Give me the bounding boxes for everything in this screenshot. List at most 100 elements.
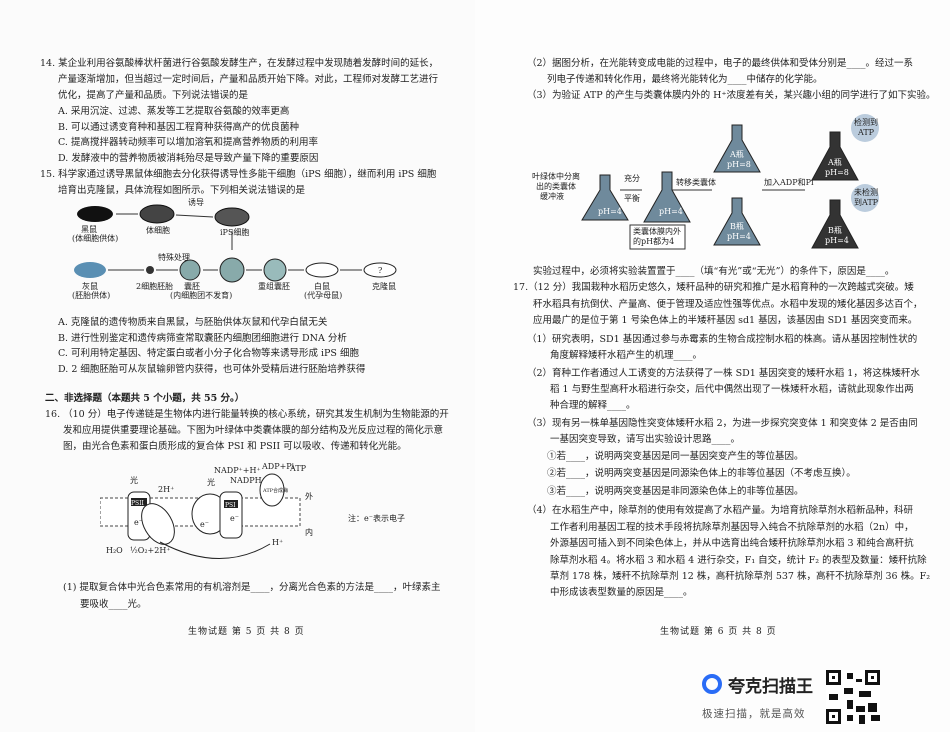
q15-line: 培育出克隆鼠，具体流程如图所示。下列相关说法错误的是: [58, 185, 306, 196]
qr-code-icon: [826, 670, 880, 724]
q17-line: 秆水稻具有抗倒伏、产量高、便于管理及适应性强等优点。水稻中发现的矮化基因多达百个…: [533, 299, 923, 310]
q17-sub3: 一基因突变导致，请写出实验设计思路____。: [550, 434, 741, 445]
q16-sub2: 列电子传递和转化作用，最终将光能转化为____中储存的化学能。: [547, 74, 823, 85]
label-atp: ATP: [290, 464, 307, 473]
q16-line: 图，由光合色素和蛋白质形成的复合体 PSI 和 PSII 可以吸收、传递和转化光…: [63, 441, 407, 452]
label-equilibrate: 充分: [624, 174, 640, 183]
q17-line: 应用最广的是位于第 1 号染色体上的半矮秆基因 sd1 基因，该基因由 SD1 …: [533, 315, 918, 326]
label-ph: pH=4: [598, 207, 622, 216]
label-source: 叶绿体中分离: [532, 172, 580, 181]
q15-option: C. 可利用特定基因、特定蛋白或者小分子化合物等来诱导形成 iPS 细胞: [58, 348, 359, 359]
label-flask-b-ph: pH=4: [727, 232, 751, 241]
label-question: ?: [378, 266, 383, 275]
clone-mouse-diagram: 黑鼠 (体细胞供体) 体细胞 诱导 iPS细胞 特殊处理 灰鼠 (胚胎供体) 2…: [60, 198, 430, 302]
label-psii: PSII: [131, 500, 144, 507]
label-detected: 检测到: [854, 118, 878, 127]
q14-line: 优化，提高了产量和品质。下列说法错误的是: [58, 90, 249, 101]
q17-sub4: （4）在水稻生产中，除草剂的使用有效提高了水稻产量。为培育抗除草剂水稻新品种，科…: [527, 505, 914, 516]
label-source: 缓冲液: [540, 192, 564, 201]
label-flask-b: B瓶: [730, 222, 744, 231]
label-transfer: 转移类囊体: [676, 178, 716, 187]
q16-sub1: 要吸收____光。: [80, 599, 147, 610]
q17-sub1: 角度解释矮秆水稻产生的机理____。: [550, 350, 703, 361]
q14-line: 14. 某企业利用谷氨酸棒状杆菌进行谷氨酸发酵生产，在发酵过程中发现随着发酵时间…: [40, 58, 439, 69]
q14-option: C. 提高搅拌器转动频率可以增加溶氧和提高营养物质的利用率: [58, 137, 318, 148]
q16-sub1: (1) 提取复合体中光合色素常用的有机溶剂是____，分离光合色素的方法是___…: [63, 582, 441, 593]
q17-line: 17.（12 分）我国栽种水稻历史悠久，矮秆品种的研究和推广是水稻育种的一次跨越…: [513, 282, 914, 293]
label-flask-b2: B瓶: [828, 226, 842, 235]
label-h-plus: H⁺: [272, 538, 284, 547]
label-h2o: H₂O: [106, 546, 123, 555]
q17-sub3-case: ③若____，说明两突变基因是非同源染色体上的非等位基因。: [547, 486, 804, 497]
label-somatic-cells: 体细胞: [146, 226, 170, 235]
label-electron: e⁻: [230, 514, 239, 523]
q17-sub2: 种合理的解释____。: [550, 400, 636, 411]
label-2h: 2H⁺: [158, 485, 175, 494]
q14-option: A. 采用沉淀、过滤、蒸发等工艺提取谷氨酸的效率更高: [58, 106, 290, 117]
page-footer: 生物试题 第 5 页 共 8 页: [188, 627, 305, 637]
label-nadph: NADPH: [230, 476, 262, 485]
scanner-watermark: 夸克扫描王 极速扫描，就是高效: [698, 668, 823, 728]
label-electron: e⁻: [200, 520, 209, 529]
flask-drawing: [581, 114, 879, 250]
q16-after: 实验过程中，必须将实验装置置于____（填“有光”或“无光”）的条件下，原因是_…: [533, 266, 895, 277]
label-flask-b2-ph: pH=4: [825, 236, 849, 245]
q17-sub3: （3）现有另一株单基因隐性突变体矮秆水稻 2，为进一步探究突变体 1 和突变体 …: [527, 418, 918, 429]
q15-line: 15. 科学家通过诱导黑鼠体细胞去分化获得诱导性多能干细胞（iPS 细胞），继而…: [40, 169, 437, 180]
q17-sub4: 除草剂水稻 4。将水稻 3 和水稻 4 进行杂交，F₁ 自交，统计 F₂ 的表型…: [550, 555, 927, 566]
label-box: 类囊体膜内外: [633, 227, 681, 236]
label-white-mouse-note: (代孕母鼠): [304, 291, 343, 300]
membrane-drawing: [99, 473, 301, 559]
label-adp-pi: ADP+Pi: [262, 462, 295, 471]
label-clone-mouse: 克隆鼠: [372, 282, 396, 291]
label-flask-a2-ph: pH=8: [825, 168, 849, 177]
label-black-mouse: 黑鼠: [81, 225, 97, 234]
label-atp-synthase: ATP合成酶: [263, 488, 289, 494]
exam-page-6: （2）据图分析，在光能转变成电能的过程中，电子的最终供体和受体分别是____。经…: [475, 0, 950, 732]
label-flask-a-ph: pH=8: [727, 160, 751, 169]
label-flask-a2: A瓶: [828, 158, 842, 167]
label-equilibrate: 平衡: [624, 194, 640, 203]
label-electron: e⁻: [134, 518, 143, 527]
q17-sub3-case: ②若____，说明两突变基因是同源染色体上的非等位基因（不考虑互换）。: [547, 468, 856, 479]
label-white-mouse: 白鼠: [314, 282, 330, 291]
q15-option: A. 克隆鼠的遗传物质来自黑鼠，与胚胎供体灰鼠和代孕白鼠无关: [58, 317, 328, 328]
label-detected: ATP: [858, 128, 875, 137]
label-black-mouse-note: (体细胞供体): [72, 234, 119, 243]
watermark-brand: 夸克扫描王: [728, 677, 813, 697]
page-footer: 生物试题 第 6 页 共 8 页: [660, 627, 777, 637]
section-heading: 二、非选择题（本题共 5 个小题，共 55 分。）: [45, 393, 245, 404]
label-not-detected: 未检测: [854, 188, 878, 197]
scanner-logo-icon: [702, 674, 722, 694]
label-source: 出的类囊体: [536, 182, 576, 191]
q14-option: D. 发酵液中的营养物质被消耗殆尽是导致产量下降的重要原因: [58, 153, 319, 164]
label-special-treatment: 特殊处理: [158, 253, 190, 262]
q17-sub1: （1）研究表明，SD1 基因通过参与赤霉素的生物合成控制水稻的株高。请从基因控制…: [527, 334, 918, 345]
label-not-detected: 到ATP: [854, 198, 879, 207]
label-recombinant-blastocyst: 重组囊胚: [258, 282, 290, 291]
label-outside: 外: [305, 492, 313, 501]
label-note: 注：e⁻表示电子: [348, 514, 405, 523]
atp-experiment-diagram: 叶绿体中分离 出的类囊体 缓冲液 pH=4 充分 平衡 pH=4 类囊体膜内外 …: [500, 110, 920, 260]
label-gray-mouse: 灰鼠: [82, 282, 98, 291]
q16-sub2: （2）据图分析，在光能转变成电能的过程中，电子的最终供体和受体分别是____。经…: [527, 58, 914, 69]
label-blastocyst: 囊胚: [184, 282, 200, 291]
q14-line: 产量逐渐增加，但当超过一定时间后，产量和品质开始下降。对此，工程师对发酵工艺进行: [58, 74, 439, 85]
label-two-cell-embryo: 2细胞胚胎: [136, 282, 174, 291]
q17-sub4: 中形成该表型数量的原因是____。: [550, 587, 693, 598]
exam-page-5: 14. 某企业利用谷氨酸棒状杆菌进行谷氨酸发酵生产，在发酵过程中发现随着发酵时间…: [40, 58, 449, 637]
label-light: 光: [130, 476, 138, 485]
q17-sub2: 稻 1 与野生型高秆水稻进行杂交，后代中偶然出现了一株矮秆水稻，请就此现象作出两: [550, 384, 914, 395]
q16-line: 发和应用提供重要理论基础。下图为叶绿体中类囊体膜的部分结构及光反应过程的简化示意: [63, 425, 444, 436]
label-induce: 诱导: [188, 198, 204, 207]
label-flask-a: A瓶: [730, 150, 744, 159]
q15-option: D. 2 细胞胚胎可从灰鼠输卵管内获得，也可体外受精后进行胚胎培养获得: [58, 364, 366, 375]
q15-option: B. 进行性别鉴定和遗传病筛查常取囊胚内细胞团细胞进行 DNA 分析: [58, 333, 347, 344]
label-nadp: NADP⁺+H⁺: [214, 466, 261, 475]
q16-sub3: （3）为验证 ATP 的产生与类囊体膜内外的 H⁺浓度差有关，某兴趣小组的同学进…: [527, 90, 936, 101]
label-light-2: 光: [207, 478, 215, 487]
q14-option: B. 可以通过诱变育种和基因工程育种获得高产的优良菌种: [58, 122, 300, 133]
label-ips-cells: iPS细胞: [220, 228, 250, 237]
clone-flow-arrows: [74, 204, 397, 283]
label-psi: PSI: [225, 502, 236, 509]
